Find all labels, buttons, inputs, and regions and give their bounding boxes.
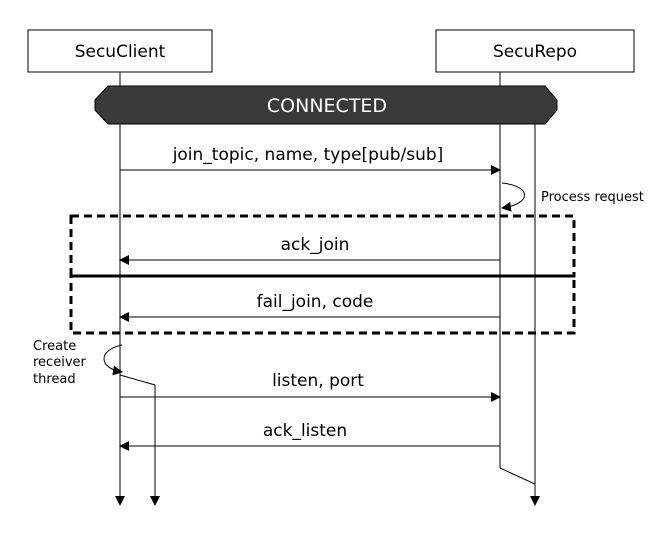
alt-box-success [69, 214, 576, 278]
create-receiver-note-line-2: receiver [33, 355, 87, 370]
alt-box-failure [69, 274, 576, 335]
receiver-thread-connector [119, 374, 156, 386]
repo-lifeline-tail [499, 467, 536, 485]
participant-secuclient: SecuClient [27, 29, 213, 73]
create-receiver-note-line-1: Create [33, 339, 76, 354]
fail-join-label: fail_join, code [257, 292, 374, 312]
create-receiver-loop [103, 344, 123, 376]
process-request-note: Process request [541, 190, 644, 205]
join-topic-label: join_topic, name, type[pub/sub] [172, 145, 444, 165]
participant-securepo-label: SecuRepo [493, 42, 577, 62]
create-receiver-note: Create receiver thread [33, 339, 90, 387]
connected-banner-label: CONNECTED [267, 95, 387, 117]
listen-label: listen, port [272, 371, 364, 391]
participant-securepo: SecuRepo [435, 29, 635, 73]
participant-secuclient-label: SecuClient [75, 42, 166, 62]
create-receiver-note-line-3: thread [33, 372, 76, 387]
ack-join-label: ack_join [281, 235, 350, 255]
process-request-loop [501, 182, 525, 212]
connected-banner: CONNECTED [94, 85, 558, 125]
ack-listen-label: ack_listen [263, 421, 347, 441]
